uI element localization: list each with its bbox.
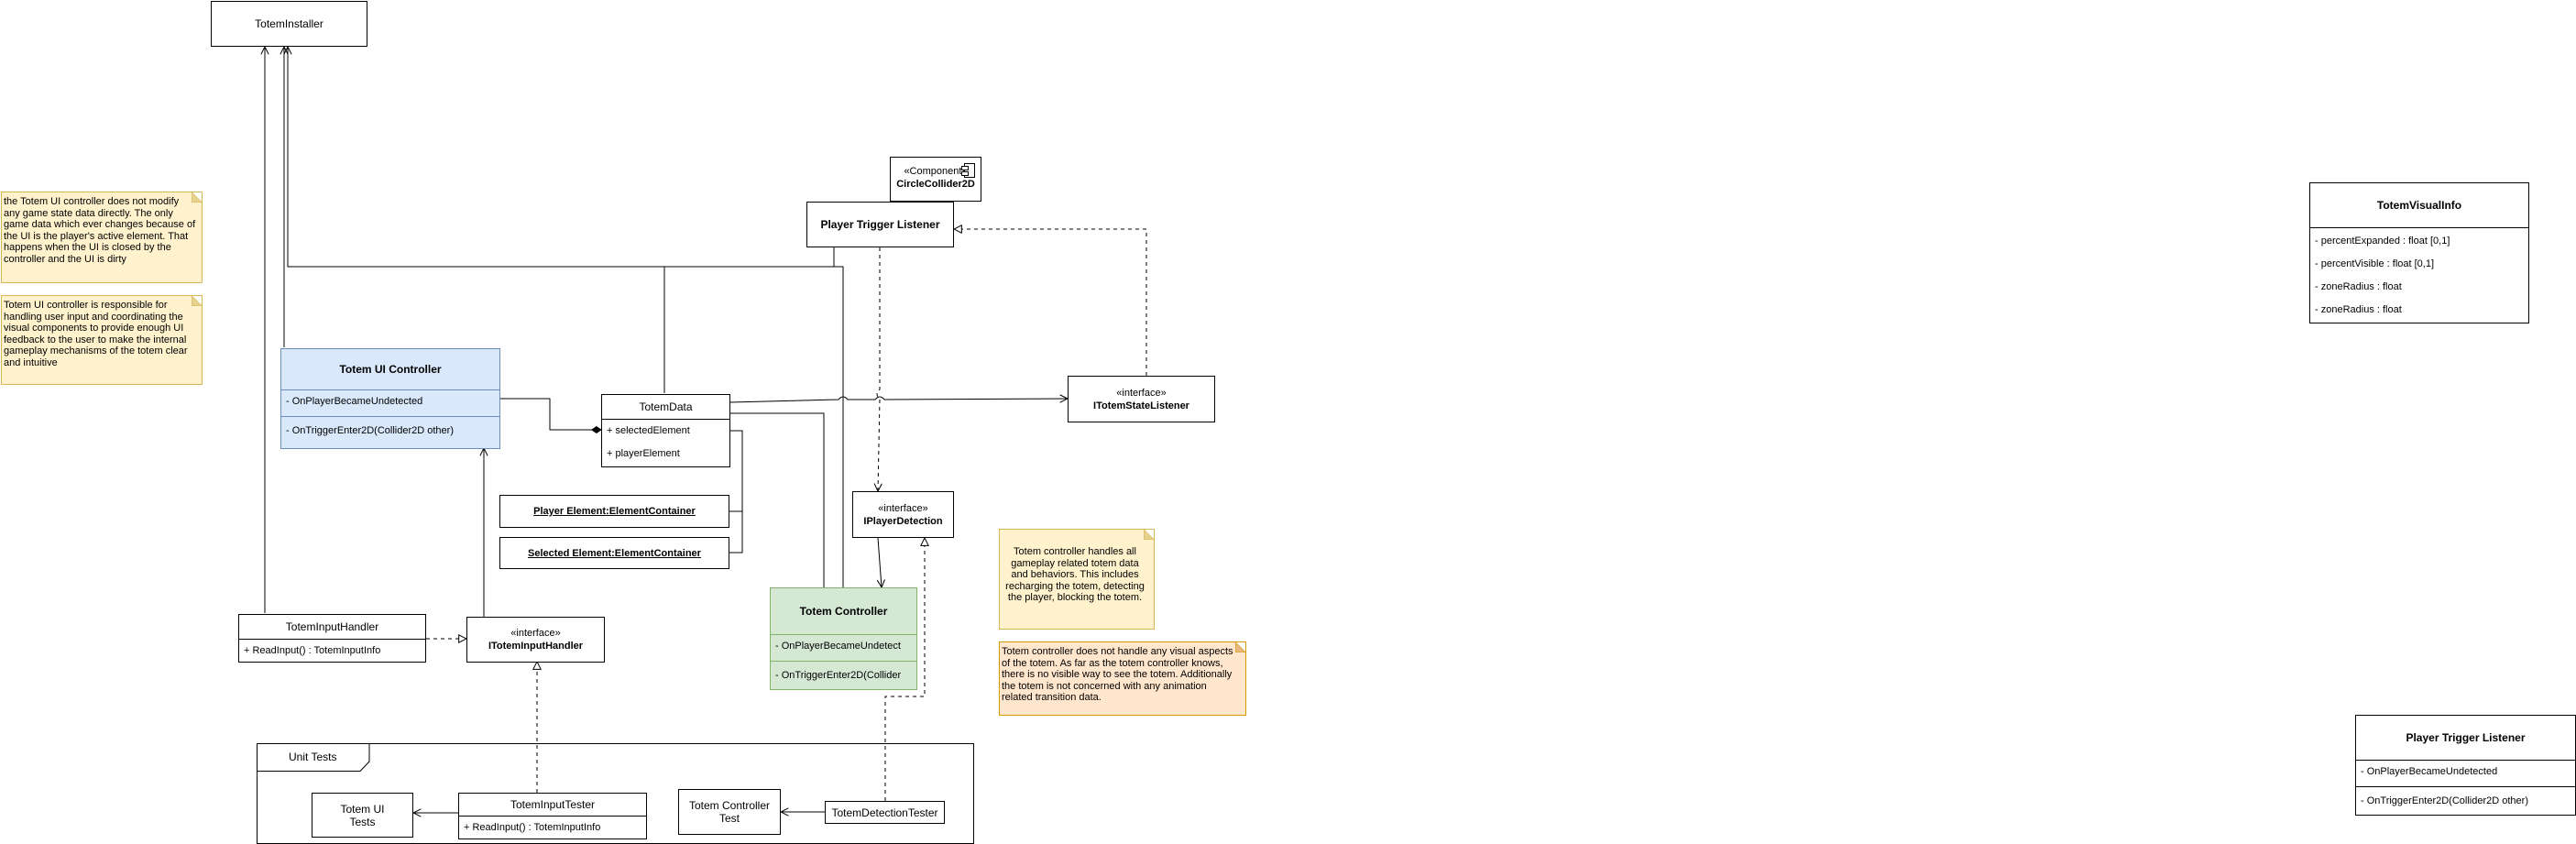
unit-tests-frame[interactable]: Unit Tests <box>257 743 974 844</box>
totem-state-listener-interface[interactable]: «interface» ITotemStateListener <box>1068 376 1215 422</box>
data-to-installer-edge[interactable] <box>288 47 665 393</box>
player-trigger-listener-name: Player Trigger Listener <box>820 218 940 231</box>
totem-input-tester-method: + ReadInput() : TotemInputInfo <box>464 822 601 833</box>
visual-info-field: - percentVisible : float [0,1] <box>2315 258 2435 269</box>
totem-visual-info-name: TotemVisualInfo <box>2310 183 2528 228</box>
ui-controller-method: - OnTriggerEnter2D(Collider2D other) <box>286 425 454 436</box>
component-name: CircleCollider2D <box>896 179 975 190</box>
note-fold-icon <box>1144 530 1154 540</box>
totem-installer-name: TotemInstaller <box>255 17 323 30</box>
data-controller-composition-edge[interactable] <box>729 412 828 598</box>
player-element-object-label: Player Element:ElementContainer <box>533 506 696 517</box>
state-listener-stereotype: «interface» <box>1116 387 1167 399</box>
totem-data-field: + playerElement <box>607 448 680 459</box>
totem-controller-test-box[interactable]: Totem Controller Test <box>678 789 781 835</box>
totem-ui-controller-name: Totem UI Controller <box>281 349 499 390</box>
visual-info-field: - zoneRadius : float <box>2315 304 2402 315</box>
state-listener-name: ITotemStateListener <box>1093 400 1189 411</box>
selected-element-composition-edge[interactable] <box>729 511 743 554</box>
selected-element-object-label: Selected Element:ElementContainer <box>528 547 701 559</box>
ui-controller-field: - OnPlayerBecameUndetected <box>286 396 423 407</box>
trigger-listener-to-installer-edge[interactable] <box>664 247 835 268</box>
trigger-listener-method: - OnTriggerEnter2D(Collider2D other) <box>2361 795 2528 806</box>
totem-input-tester-class[interactable]: TotemInputTester + ReadInput() : TotemIn… <box>458 793 647 839</box>
totem-ui-tests-label: Totem UI Tests <box>340 802 385 828</box>
trigger-listener-divider <box>2356 786 2575 787</box>
totem-controller-method: - OnTriggerEnter2D(Collider <box>775 670 902 681</box>
player-trigger-listener-detail-name: Player Trigger Listener <box>2356 716 2575 761</box>
input-handler-stereotype: «interface» <box>510 628 561 639</box>
totem-detection-tester-label: TotemDetectionTester <box>831 806 938 819</box>
totem-visual-info-class[interactable]: TotemVisualInfo - percentExpanded : floa… <box>2309 182 2529 323</box>
totem-controller-field: - OnPlayerBecameUndetect <box>775 641 901 652</box>
state-listener-to-trigger-listener-edge[interactable] <box>954 229 1147 376</box>
player-element-composition-edge[interactable] <box>719 427 743 512</box>
note-ui-no-modify[interactable]: the Totem UI controller does not modify … <box>1 192 203 283</box>
note-controller-no-visual[interactable]: Totem controller does not handle any vis… <box>999 641 1246 716</box>
totem-controller-name: Totem Controller <box>771 588 916 635</box>
note-ui-no-modify-text: the Totem UI controller does not modify … <box>4 196 196 265</box>
totem-ui-tests-box[interactable]: Totem UI Tests <box>312 793 413 838</box>
totem-input-handler-class[interactable]: TotemInputHandler + ReadInput() : TotemI… <box>238 614 426 663</box>
player-detection-name: IPlayerDetection <box>863 515 943 527</box>
visual-info-field: - zoneRadius : float <box>2315 281 2402 292</box>
visual-info-field: - percentExpanded : float [0,1] <box>2315 236 2450 247</box>
data-to-state-listener-edge[interactable] <box>729 397 1068 402</box>
totem-input-handler-method: + ReadInput() : TotemInputInfo <box>244 645 381 656</box>
detection-tester-to-detection-interface-edge[interactable] <box>884 538 925 801</box>
note-ui-responsible[interactable]: Totem UI controller is responsible for h… <box>1 295 203 385</box>
trigger-listener-field: - OnPlayerBecameUndetected <box>2361 766 2498 777</box>
component-stereotype: «Component» <box>904 166 968 177</box>
frame-tab-shape <box>258 744 370 772</box>
controller-to-installer-edge[interactable] <box>834 266 844 587</box>
totem-input-handler-name: TotemInputHandler <box>239 615 425 640</box>
note-controller-handles-text: Totem controller handles all gameplay re… <box>1005 546 1145 603</box>
unit-tests-frame-label: Unit Tests <box>289 751 337 763</box>
player-detection-interface[interactable]: «interface» IPlayerDetection <box>852 491 954 538</box>
note-fold-icon <box>1235 642 1245 652</box>
note-ui-responsible-text: Totem UI controller is responsible for h… <box>4 300 188 368</box>
ui-controller-data-composition-edge[interactable] <box>500 398 602 433</box>
totem-controller-divider <box>771 661 916 662</box>
player-element-object[interactable]: Player Element:ElementContainer <box>499 495 729 528</box>
note-fold-icon <box>192 192 202 203</box>
selected-element-object[interactable]: Selected Element:ElementContainer <box>499 537 729 569</box>
input-handler-name: ITotemInputHandler <box>488 641 584 652</box>
player-trigger-listener-class[interactable]: Player Trigger Listener <box>806 202 954 247</box>
player-detection-stereotype: «interface» <box>878 502 928 514</box>
circle-collider-component[interactable]: «Component» CircleCollider2D <box>890 157 981 202</box>
totem-installer-class[interactable]: TotemInstaller <box>211 1 367 47</box>
totem-controller-test-label: Totem Controller Test <box>688 799 771 825</box>
totem-controller-class[interactable]: Totem Controller - OnPlayerBecameUndetec… <box>770 587 917 690</box>
totem-data-field: + selectedElement <box>607 425 690 436</box>
note-fold-icon <box>192 296 202 306</box>
detection-to-controller-edge[interactable] <box>878 537 882 587</box>
totem-input-handler-interface[interactable]: «interface» ITotemInputHandler <box>466 617 605 663</box>
note-controller-handles[interactable]: Totem controller handles all gameplay re… <box>999 529 1155 630</box>
component-icon <box>961 163 975 178</box>
totem-detection-tester-box[interactable]: TotemDetectionTester <box>825 801 945 824</box>
totem-data-class[interactable]: TotemData + selectedElement + playerElem… <box>601 394 730 467</box>
note-controller-no-visual-text: Totem controller does not handle any vis… <box>1002 646 1233 703</box>
player-trigger-listener-detail-class[interactable]: Player Trigger Listener - OnPlayerBecame… <box>2355 715 2576 816</box>
ui-controller-divider <box>281 416 499 417</box>
totem-ui-controller-class[interactable]: Totem UI Controller - OnPlayerBecameUnde… <box>280 348 500 449</box>
trigger-listener-to-detection-edge[interactable] <box>877 247 880 491</box>
totem-data-name: TotemData <box>602 395 729 420</box>
totem-input-tester-name: TotemInputTester <box>459 794 646 817</box>
